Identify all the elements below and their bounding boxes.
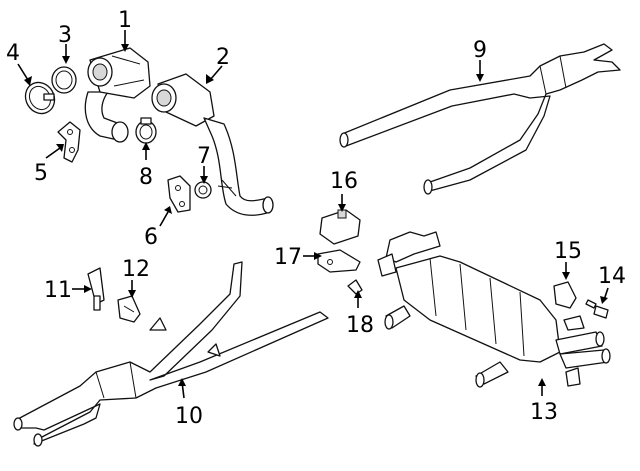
callout-13: 13	[530, 400, 558, 425]
callout-18: 18	[346, 313, 374, 338]
part-11-hanger	[87, 267, 105, 311]
callout-4: 4	[6, 41, 20, 66]
part-9-front-pipe	[339, 43, 621, 195]
part-6-bracket	[167, 175, 191, 213]
callout-11: 11	[44, 278, 72, 303]
part-2-catalytic-converter	[151, 73, 274, 216]
callout-12: 12	[122, 257, 150, 282]
part-1-catalytic-converter	[84, 47, 151, 143]
part-15-rubber-mount	[553, 281, 577, 309]
part-5-bracket	[57, 121, 81, 163]
callout-1: 1	[118, 8, 132, 33]
callout-17: 17	[274, 245, 302, 270]
part-8-clamp	[135, 117, 157, 144]
part-17-bracket	[317, 249, 361, 273]
part-4-clamp	[24, 81, 56, 115]
part-14-bolt	[585, 299, 609, 319]
part-13-muffler	[377, 231, 611, 388]
callout-14: 14	[598, 264, 626, 289]
callout-6: 6	[144, 225, 158, 250]
part-3-gasket	[51, 66, 77, 94]
callout-15: 15	[554, 239, 582, 264]
callout-16: 16	[330, 169, 358, 194]
callout-5: 5	[34, 161, 48, 186]
part-7-clamp	[194, 181, 212, 199]
callout-3: 3	[58, 23, 72, 48]
callout-10: 10	[175, 404, 203, 429]
callout-8: 8	[139, 165, 153, 190]
callout-7: 7	[197, 144, 211, 169]
part-12-rubber-mount	[117, 295, 141, 323]
part-18-clip	[347, 279, 363, 295]
callout-2: 2	[216, 45, 230, 70]
part-10-intermediate-pipe	[13, 261, 329, 447]
leader-lines	[17, 30, 609, 399]
part-16-actuator	[319, 209, 361, 245]
callout-9: 9	[473, 38, 487, 63]
